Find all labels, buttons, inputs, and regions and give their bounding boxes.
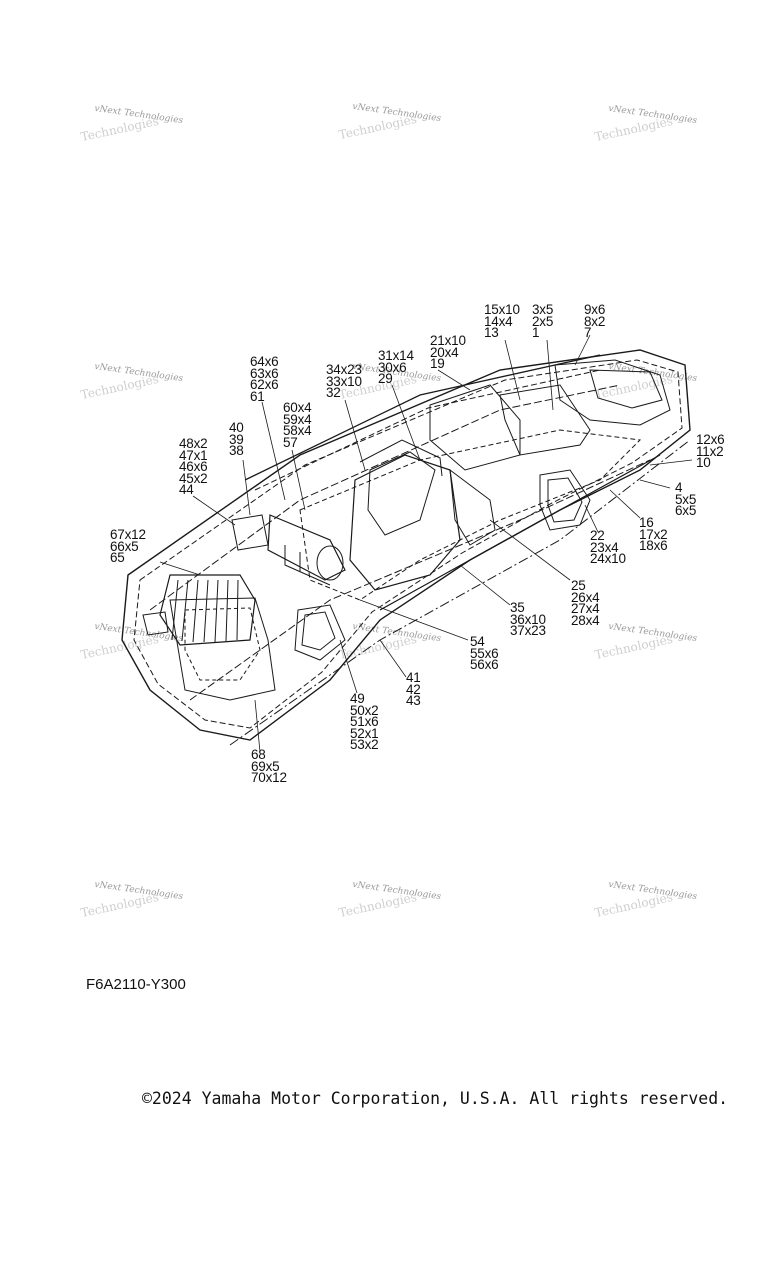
console-windshield — [359, 439, 443, 477]
transom-box-inner — [301, 611, 336, 651]
rear-bench-end — [316, 545, 344, 581]
copyright-notice: ©2024 Yamaha Motor Corporation, U.S.A. A… — [142, 1089, 729, 1108]
leader-lines — [159, 334, 693, 753]
rear-bench — [267, 514, 346, 581]
bow-locker-lid — [589, 369, 663, 409]
swim-platform-inner — [184, 607, 261, 681]
gunwale-rail — [244, 354, 601, 481]
starboard-box — [539, 469, 591, 531]
hull-inner-edge — [133, 359, 683, 729]
deck-lower-edge — [229, 439, 691, 746]
stern-grate — [159, 574, 256, 646]
gunwale-rail-inner — [254, 369, 601, 491]
bow-seat — [499, 384, 591, 456]
swim-platform — [169, 597, 276, 701]
stern-grate-ribs — [171, 579, 239, 643]
cockpit-floor — [299, 429, 642, 601]
starboard-box-inner — [547, 477, 583, 523]
diagram-code: F6A2110-Y300 — [86, 976, 186, 993]
aft-seat-pad — [231, 514, 269, 551]
bow-seat-back — [429, 384, 521, 471]
passenger-seat — [449, 468, 496, 546]
cleat-block — [142, 611, 169, 636]
bench-base — [284, 545, 331, 586]
center-console — [349, 454, 461, 591]
transom-box — [294, 604, 346, 661]
console-panel — [367, 451, 436, 536]
port-rail — [379, 454, 661, 611]
bow-locker — [554, 359, 671, 426]
